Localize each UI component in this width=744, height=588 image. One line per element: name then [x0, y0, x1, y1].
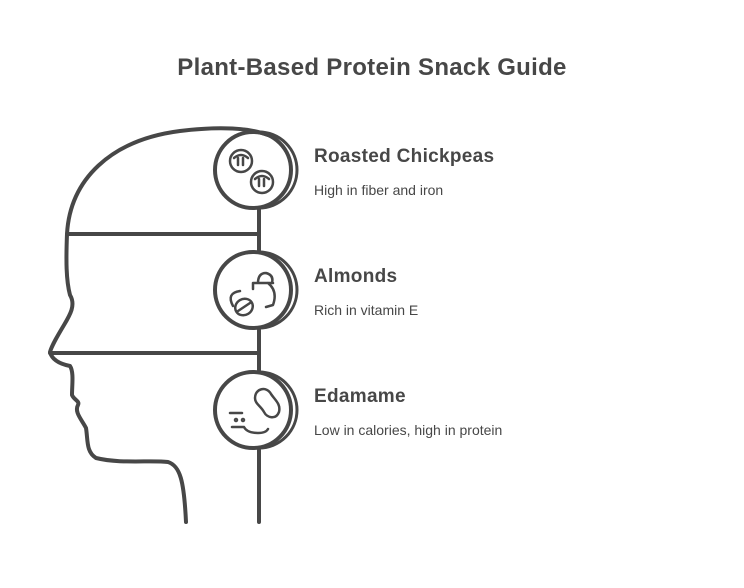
snack-item-edamame: Edamame Low in calories, high in protein — [314, 386, 502, 438]
snack-name: Edamame — [314, 386, 406, 407]
diagram-title: Plant-Based Protein Snack Guide — [177, 54, 567, 81]
almonds-icon — [213, 250, 299, 330]
edamame-icon — [213, 370, 299, 450]
snack-name: Roasted Chickpeas — [314, 146, 495, 167]
snack-description: Rich in vitamin E — [314, 302, 419, 318]
snack-item-almonds: Almonds Rich in vitamin E — [314, 266, 418, 318]
snack-name: Almonds — [314, 266, 398, 287]
snack-description: Low in calories, high in protein — [314, 422, 503, 438]
snack-description: High in fiber and iron — [314, 182, 444, 198]
chickpeas-icon — [213, 130, 299, 210]
head-outline — [48, 126, 270, 524]
snack-item-chickpeas: Roasted Chickpeas High in fiber and iron — [314, 146, 494, 198]
